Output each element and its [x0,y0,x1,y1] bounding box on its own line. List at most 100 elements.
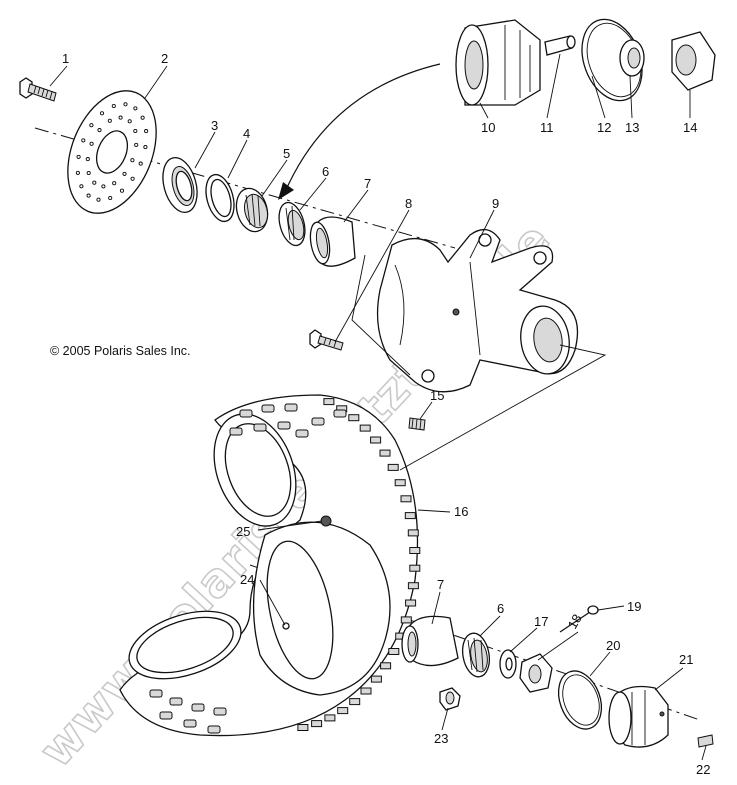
tread-lug [183,719,197,728]
callout-20: 20 [606,638,620,653]
callout-24: 24 [240,572,254,587]
callout-19: 19 [627,599,641,614]
tread-lug [333,409,347,418]
tread-lug [407,582,419,590]
tread-lug [239,409,253,418]
tread-lug [359,424,371,432]
assembly-arrow [278,63,441,200]
castle-nut-part-18 [519,653,553,693]
callout-11: 11 [540,120,554,135]
callout-8: 8 [405,196,412,211]
tread-lug [253,423,267,432]
disc-hole [123,102,128,107]
disc-hole [138,161,143,166]
stud-part-15 [408,417,426,431]
cotter-pin-part-19 [559,605,599,633]
callout-17: 17 [534,614,548,629]
tread-lug [149,689,163,698]
tread-lug [388,648,400,655]
disc-hole [143,145,148,150]
bolt-part-8 [309,329,344,351]
disc-hole [89,141,94,146]
tread-lug [191,703,205,712]
tread-lug [324,714,336,722]
tread-lug [380,662,392,670]
callout-7-upper: 7 [364,176,371,191]
tread-lug [394,479,406,487]
callout-5: 5 [283,146,290,161]
tread-lug [159,711,173,720]
disc-hole [76,154,81,159]
leader-lines [49,53,707,761]
tread-lug [213,707,227,716]
tread-lug [277,421,291,430]
disc-hole [99,111,105,116]
tread-lug [387,463,399,471]
callout-15: 15 [430,388,444,403]
copyright-notice: © 2005 Polaris Sales Inc. [50,344,191,358]
tread-lug [169,697,183,706]
disc-hole [134,142,139,147]
tread-lug [360,687,372,695]
disc-hole [86,193,91,198]
callout-16: 16 [454,504,468,519]
seal-part-3 [162,156,198,214]
tread-lug [337,707,349,715]
tread-lug [370,675,382,683]
disc-hole [127,119,132,124]
disc-hole [140,115,145,120]
callout-6-upper: 6 [322,164,329,179]
tread-lug [295,429,309,438]
o-ring-part-20 [557,670,603,730]
washer-part-17 [499,649,517,679]
callout-2: 2 [161,51,168,66]
bearing-cup-part-7-upper [309,216,356,267]
bearing-cup-part-7-lower [401,615,459,667]
tread-lug [400,616,412,624]
callout-23: 23 [434,731,448,746]
callout-6-lower: 6 [497,601,504,616]
disc-hole [96,197,101,202]
tread-lug [409,547,421,554]
wheel-rim [252,515,391,696]
tread-lug [311,720,323,728]
disc-hole [122,171,127,176]
disc-hole [133,128,138,134]
disc-hole [101,184,106,189]
disc-hole [118,115,123,120]
callout-25: 25 [236,524,250,539]
disc-hole [130,176,135,181]
tread-lug [349,698,361,706]
callout-7-lower: 7 [437,577,444,592]
disc-hole [89,123,94,128]
disc-hole [97,128,102,133]
screw-part-22 [697,734,714,748]
ring-part-4 [205,173,235,223]
drive-hub-part-10 [455,19,541,106]
hub-cap-part-21 [608,685,669,748]
hub-knuckle-part-9 [376,228,579,393]
nut-part-14 [671,31,716,91]
disc-hole [119,188,125,193]
spacer-part-13 [619,39,645,77]
disc-hole [108,195,113,201]
disc-hole [86,170,91,176]
callout-13: 13 [625,120,639,135]
disc-hole [75,170,80,175]
tread-lug [400,495,412,503]
disc-hole [130,158,135,163]
disc-hole [144,129,149,134]
disc-hole [81,138,86,143]
tread-lug [404,512,416,520]
callout-4: 4 [243,126,250,141]
callout-9: 9 [492,196,499,211]
disc-hole [85,157,90,162]
callout-3: 3 [211,118,218,133]
brake-disc-part-2 [67,90,157,214]
disc-hole [112,181,117,186]
tread-lug [311,417,325,426]
cone-bearing-part-6-upper [278,201,306,247]
callout-18: 18 [565,611,585,631]
callout-22: 22 [696,762,710,777]
